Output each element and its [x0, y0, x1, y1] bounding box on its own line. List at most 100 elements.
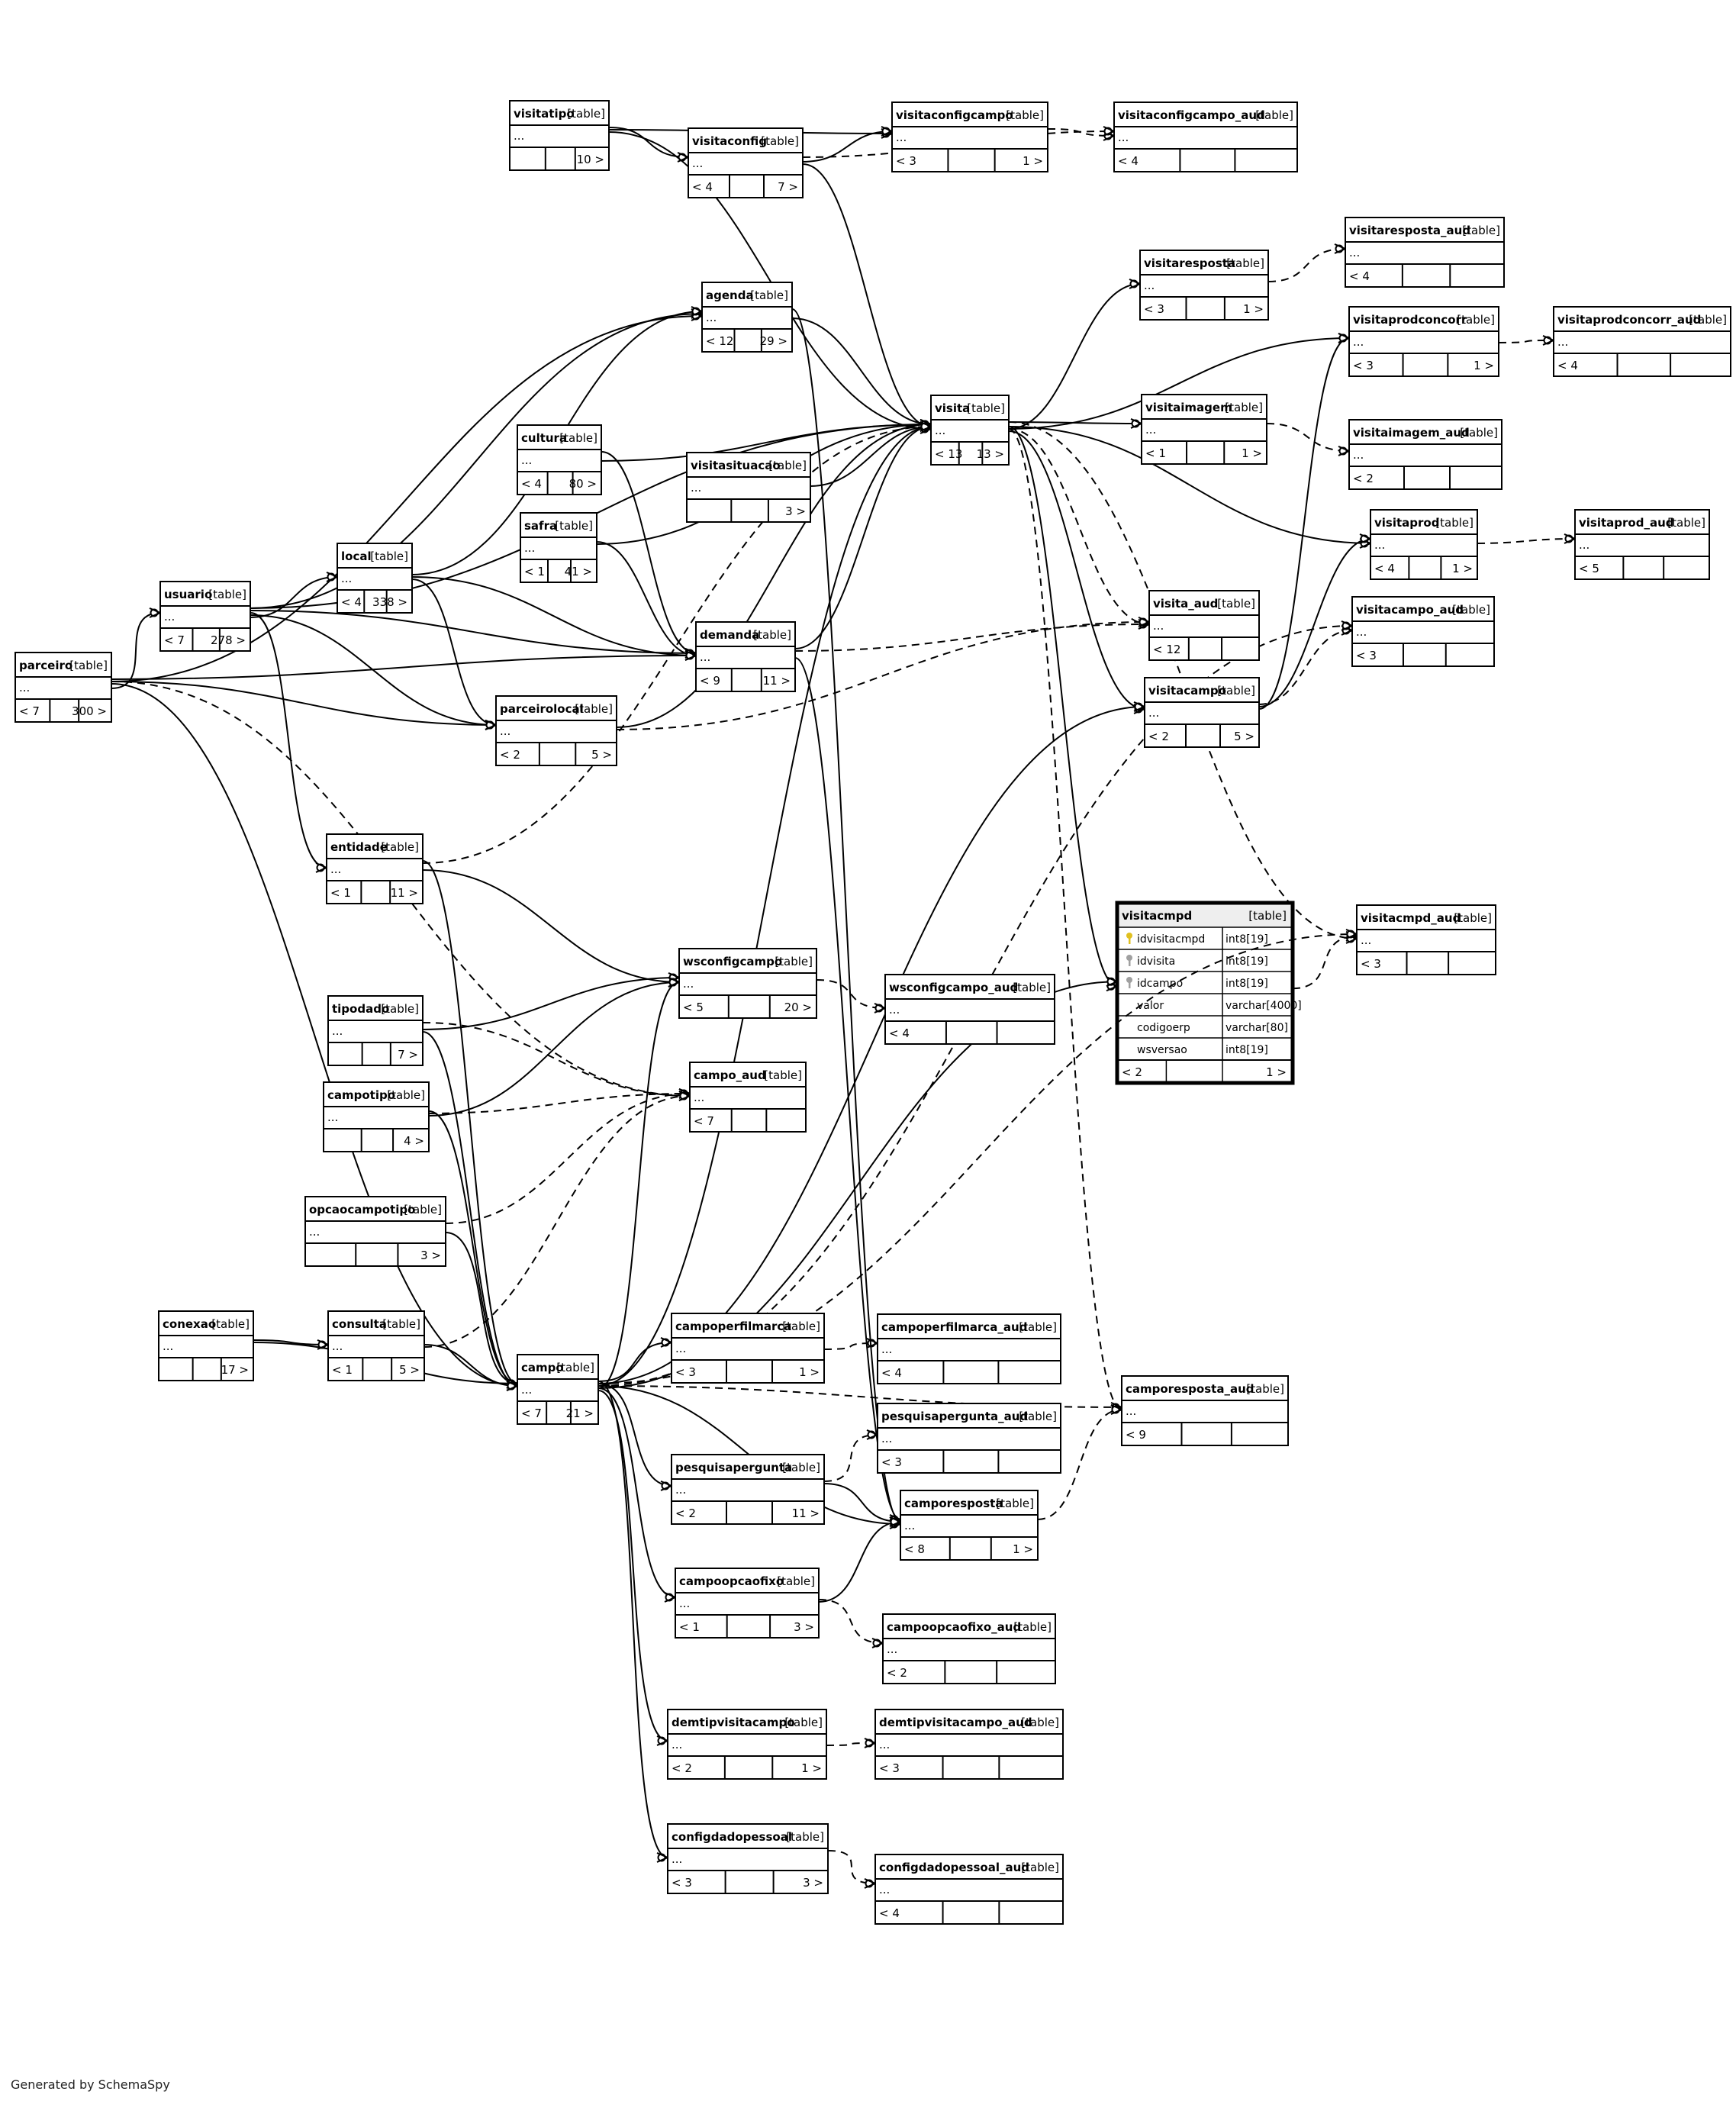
parents-count[interactable]: < 3 [672, 1876, 692, 1890]
parents-count[interactable]: < 3 [896, 154, 916, 168]
children-count[interactable]: 5 > [1234, 730, 1254, 743]
parents-count[interactable]: < 4 [341, 595, 362, 609]
parents-count[interactable]: < 1 [330, 886, 351, 900]
children-count[interactable]: 41 > [565, 565, 592, 578]
children-count[interactable]: 29 > [760, 334, 787, 348]
parents-count[interactable]: < 1 [679, 1620, 700, 1634]
children-count[interactable]: 1 > [1452, 562, 1473, 575]
table-visita_aud[interactable]: visita_aud[table]...< 12 [1148, 590, 1260, 661]
parents-count[interactable]: < 4 [889, 1026, 910, 1040]
children-count[interactable]: 10 > [577, 153, 604, 166]
children-count[interactable]: 4 > [404, 1134, 424, 1148]
parents-count[interactable]: < 3 [879, 1761, 900, 1775]
table-configdadopessoal_aud[interactable]: configdadopessoal_aud[table]...< 4 [874, 1854, 1064, 1925]
parents-count[interactable]: < 7 [164, 633, 185, 647]
parents-count[interactable]: < 4 [692, 180, 713, 194]
table-campotipo[interactable]: campotipo[table]...4 > [323, 1081, 430, 1152]
parents-count[interactable]: < 3 [1356, 649, 1377, 662]
children-count[interactable]: 11 > [792, 1506, 820, 1520]
table-opcaocampotipo[interactable]: opcaocampotipo[table]...3 > [304, 1196, 446, 1267]
parents-count[interactable]: < 2 [1122, 1065, 1142, 1079]
parents-count[interactable]: < 3 [1361, 957, 1381, 971]
children-count[interactable]: 278 > [211, 633, 246, 647]
table-pesquisapergunta_aud[interactable]: pesquisapergunta_aud[table]...< 3 [877, 1403, 1061, 1474]
children-count[interactable]: 11 > [763, 674, 791, 688]
parents-count[interactable]: < 5 [1579, 562, 1599, 575]
children-count[interactable]: 7 > [778, 180, 798, 194]
parents-count[interactable]: < 4 [521, 477, 542, 491]
children-count[interactable]: 11 > [391, 886, 418, 900]
children-count[interactable]: 13 > [977, 447, 1004, 461]
parents-count[interactable]: < 4 [879, 1906, 900, 1920]
table-visitaprod_aud[interactable]: visitaprod_aud[table]...< 5 [1574, 509, 1710, 580]
children-count[interactable]: 1 > [1266, 1065, 1287, 1079]
parents-count[interactable]: < 1 [332, 1363, 353, 1377]
children-count[interactable]: 300 > [72, 704, 107, 718]
table-visitacmpd_aud[interactable]: visitacmpd_aud[table]...< 3 [1356, 904, 1496, 975]
table-visitaimagem_aud[interactable]: visitaimagem_aud[table]...< 2 [1348, 419, 1502, 490]
parents-count[interactable]: < 1 [524, 565, 545, 578]
parents-count[interactable]: < 2 [1353, 472, 1374, 485]
table-visitatipo[interactable]: visitatipo[table]...10 > [509, 100, 610, 171]
children-count[interactable]: 1 > [1023, 154, 1043, 168]
column-name[interactable]: valor [1137, 1000, 1164, 1012]
column-name[interactable]: idvisitacmpd [1137, 933, 1205, 946]
parents-count[interactable]: < 13 [935, 447, 962, 461]
parents-count[interactable]: < 3 [1353, 359, 1374, 372]
children-count[interactable]: 80 > [569, 477, 597, 491]
parents-count[interactable]: < 2 [675, 1506, 696, 1520]
children-count[interactable]: 338 > [372, 595, 407, 609]
column-name[interactable]: wsversao [1137, 1044, 1187, 1056]
parents-count[interactable]: < 7 [19, 704, 40, 718]
table-visitaresposta_aud[interactable]: visitaresposta_aud[table]...< 4 [1345, 217, 1505, 288]
parents-count[interactable]: < 4 [1349, 269, 1370, 283]
parents-count[interactable]: < 7 [521, 1407, 542, 1420]
parents-count[interactable]: < 5 [683, 1001, 704, 1014]
parents-count[interactable]: < 8 [904, 1542, 925, 1556]
table-visitacampo_aud[interactable]: visitacampo_aud[table]...< 3 [1351, 596, 1495, 667]
table-campoperfilmarca_aud[interactable]: campoperfilmarca_aud[table]...< 4 [877, 1313, 1061, 1384]
parents-count[interactable]: < 1 [1145, 446, 1166, 460]
parents-count[interactable]: < 3 [881, 1455, 902, 1469]
children-count[interactable]: 1 > [1474, 359, 1494, 372]
parents-count[interactable]: < 4 [1118, 154, 1139, 168]
parents-count[interactable]: < 3 [675, 1365, 696, 1379]
parents-count[interactable]: < 4 [1374, 562, 1395, 575]
children-count[interactable]: 1 > [1242, 446, 1262, 460]
children-count[interactable]: 1 > [1013, 1542, 1033, 1556]
parents-count[interactable]: < 2 [887, 1666, 907, 1680]
table-demtipvisitacampo_aud[interactable]: demtipvisitacampo_aud[table]...< 3 [874, 1709, 1064, 1780]
parents-count[interactable]: < 12 [706, 334, 733, 348]
children-count[interactable]: 7 > [398, 1048, 418, 1062]
table-camporesposta_aud[interactable]: camporesposta_aud[table]...< 9 [1121, 1375, 1289, 1446]
table-wsconfigcampo_aud[interactable]: wsconfigcampo_aud[table]...< 4 [884, 974, 1055, 1045]
children-count[interactable]: 1 > [799, 1365, 820, 1379]
children-count[interactable]: 1 > [1243, 302, 1264, 316]
table-visitasituacao[interactable]: visitasituacao[table]...3 > [686, 452, 811, 523]
table-conexao[interactable]: conexao[table]...17 > [158, 1310, 254, 1381]
table-campoopcaofixo_aud[interactable]: campoopcaofixo_aud[table]...< 2 [882, 1613, 1056, 1684]
table-visitaprodconcorr_aud[interactable]: visitaprodconcorr_aud[table]...< 4 [1553, 306, 1731, 377]
children-count[interactable]: 3 > [794, 1620, 814, 1634]
